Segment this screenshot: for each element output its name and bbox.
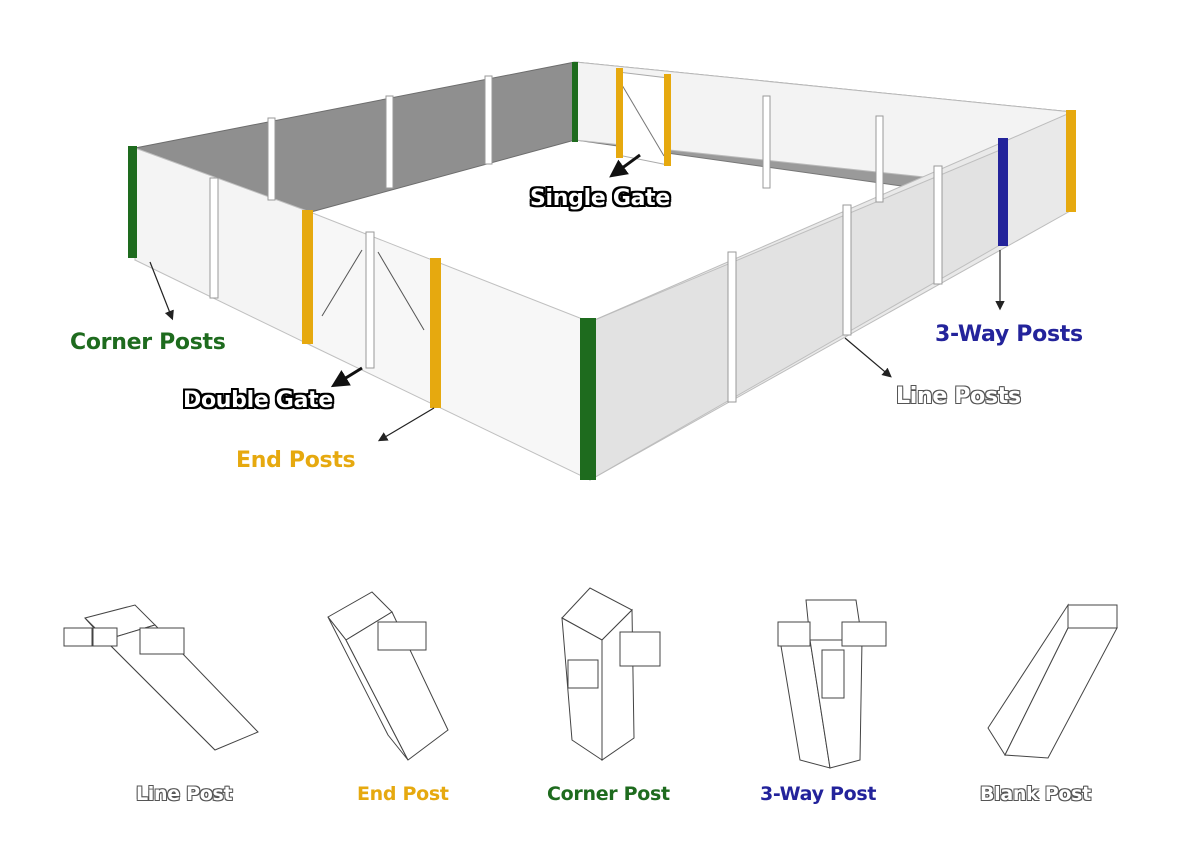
label-corner-posts: Corner Posts — [70, 330, 226, 355]
three-way-post — [998, 138, 1008, 246]
line-post-gate-mid — [365, 231, 375, 369]
label-single-gate: Single Gate — [530, 186, 670, 211]
end-post-sketch — [327, 591, 449, 761]
line-post-left-1 — [209, 177, 219, 299]
line-post-right-3 — [933, 165, 943, 285]
caption-three-way-post: 3-Way Post — [760, 783, 877, 805]
line-post-back-r2 — [875, 115, 884, 203]
corner-post-back — [572, 62, 578, 142]
end-post-right-gate — [430, 258, 441, 408]
label-end-posts: End Posts — [236, 448, 356, 473]
post-sketches — [63, 587, 1118, 769]
corner-post-front — [580, 318, 596, 480]
end-post-single-2 — [664, 74, 671, 166]
line-post-back-r1 — [762, 95, 771, 189]
caption-blank-post: Blank Post — [980, 783, 1091, 805]
arrow-single-gate — [609, 153, 641, 178]
arrow-line — [844, 337, 892, 378]
line-post-sketch — [63, 604, 259, 751]
three-way-post-sketch — [777, 599, 887, 769]
blank-post-sketch — [987, 603, 1118, 759]
caption-line-post: Line Post — [136, 783, 233, 805]
callout-arrows — [149, 250, 1005, 442]
line-post-back-3 — [484, 75, 493, 165]
end-post-left-gate — [302, 210, 313, 344]
caption-end-post: End Post — [357, 783, 449, 805]
line-post-right-1 — [727, 251, 737, 403]
line-post-right-2 — [842, 204, 852, 336]
front-panel — [309, 211, 591, 481]
arrow-end — [377, 407, 435, 442]
fence-enclosure — [128, 61, 1076, 481]
label-line-posts: Line Posts — [896, 384, 1021, 409]
arrow-double-gate — [330, 366, 363, 388]
label-double-gate: Double Gate — [183, 388, 333, 413]
arrow-corner — [149, 261, 174, 321]
end-post-far-right — [1066, 110, 1076, 212]
line-post-back-2 — [385, 95, 394, 189]
corner-post-sketch — [561, 587, 661, 761]
corner-post-left — [128, 146, 137, 258]
caption-corner-post: Corner Post — [547, 783, 670, 805]
end-post-single-1 — [616, 68, 623, 158]
label-three-way-posts: 3-Way Posts — [935, 322, 1083, 347]
line-post-back-1 — [267, 117, 276, 201]
